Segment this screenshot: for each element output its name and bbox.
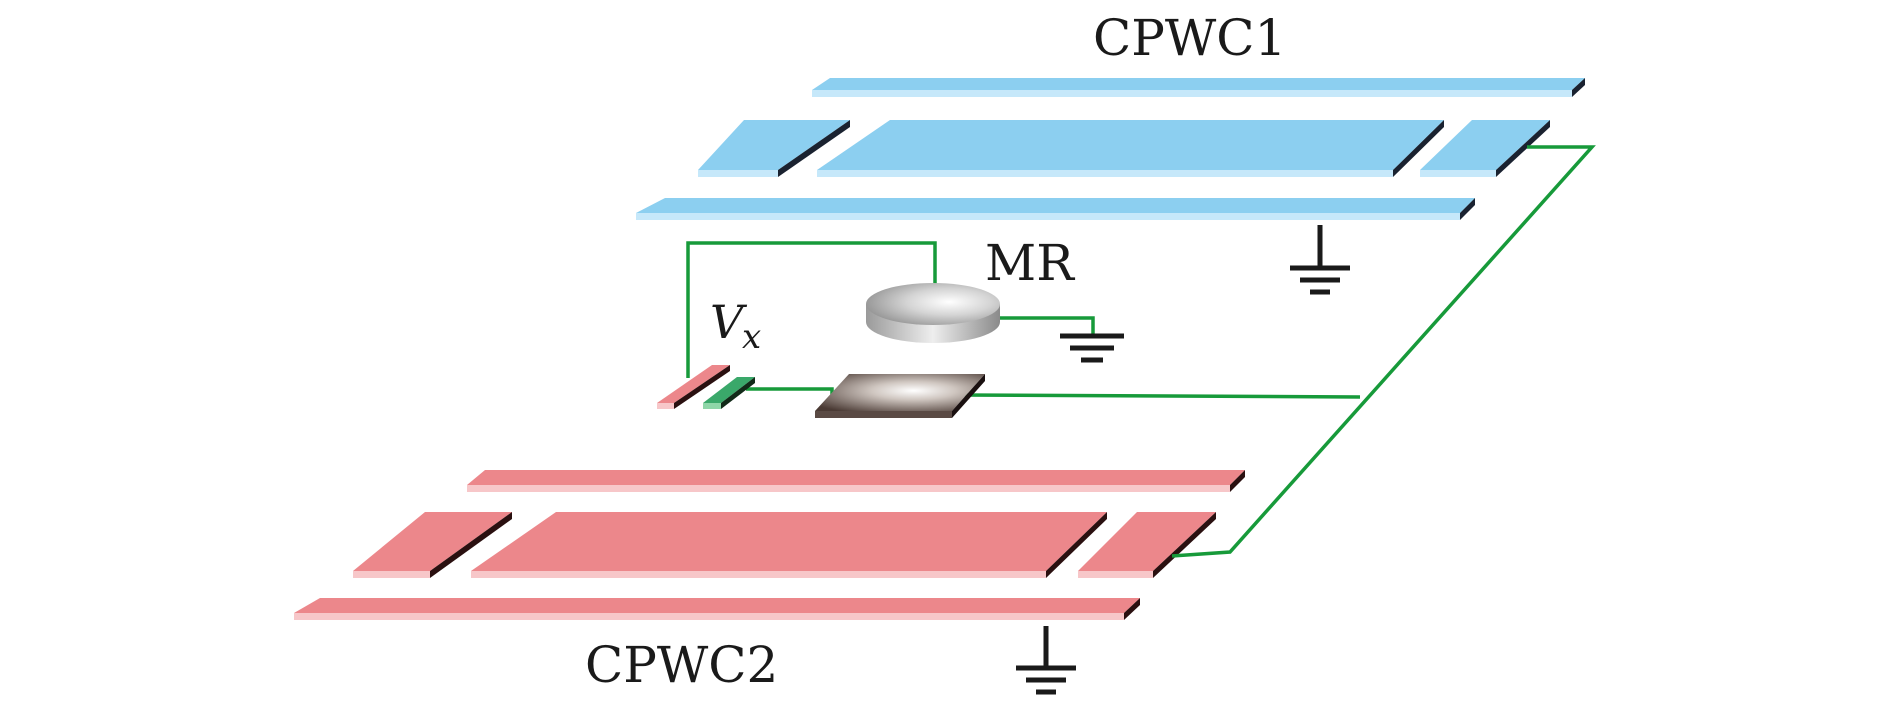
magnetic-resonator-disc	[866, 283, 1000, 343]
label-cpwc1: CPWC1	[1093, 9, 1286, 67]
cpwc1-left-signal-segment	[698, 120, 850, 177]
ground-symbol-cpwc2	[1016, 626, 1076, 695]
wire-resonator-to-ground	[1000, 316, 1095, 334]
cpwc1-front-ground-strip	[636, 198, 1475, 220]
cpwc2-back-ground-strip	[467, 470, 1245, 492]
label-voltage-symbol: V	[710, 295, 748, 349]
label-mr: MR	[985, 234, 1075, 292]
substrate-chip	[815, 374, 985, 418]
cpwc2-center-signal-segment	[471, 512, 1107, 578]
electrode-pink	[657, 365, 730, 409]
cpwc1-back-ground-strip	[812, 78, 1585, 97]
wire-chip-to-junction	[959, 393, 1361, 399]
wire-electrode-to-resonator	[686, 241, 937, 378]
cpwc2-front-ground-strip	[294, 598, 1140, 620]
ground-symbol-cpwc1	[1290, 225, 1350, 295]
wire-cpwc1-to-cpwc2	[1171, 145, 1596, 558]
wiring	[686, 145, 1596, 558]
cpwc2-left-signal-segment	[353, 512, 512, 578]
cpwc1-center-signal-segment	[817, 120, 1444, 177]
cpwc1-right-signal-segment	[1420, 120, 1550, 177]
label-cpwc2: CPWC2	[585, 636, 778, 694]
cpwc2-waveguide	[294, 470, 1245, 620]
label-voltage-subscript: x	[742, 317, 761, 357]
wire-electrode-to-chip	[746, 387, 834, 396]
ground-symbol-resonator	[1060, 333, 1124, 363]
cpwc2-right-signal-segment	[1078, 512, 1216, 578]
cpwc1-waveguide	[636, 78, 1585, 220]
electrode-green	[703, 377, 755, 409]
voltage-electrodes	[657, 365, 755, 409]
